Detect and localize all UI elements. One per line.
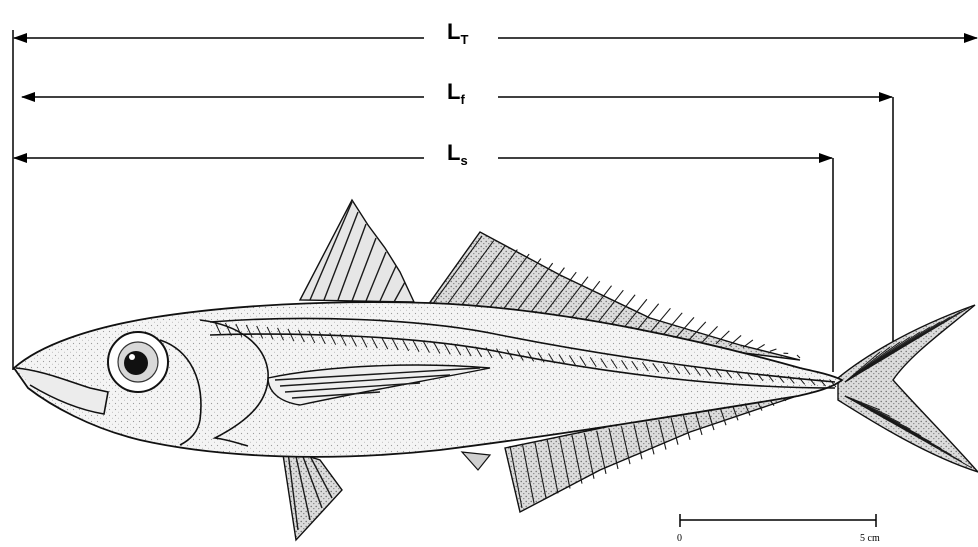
anal-spines — [462, 452, 490, 470]
scale-bar-end-label: 5 cm — [860, 533, 880, 544]
fin-ray — [797, 355, 800, 358]
fin-ray — [770, 349, 776, 351]
scale-bar-start-label: 0 — [677, 533, 682, 544]
total-length-label: LT — [447, 19, 468, 47]
scale-bar: 0 5 cm — [677, 514, 880, 544]
total-length-dimension: LT — [14, 19, 977, 47]
fish-eye — [108, 332, 168, 392]
fork-length-dimension: Lf — [22, 79, 892, 107]
standard-length-dimension: Ls — [14, 140, 832, 168]
caudal-fin — [838, 305, 978, 472]
pelvic-fin — [282, 448, 342, 540]
standard-length-label: Ls — [447, 140, 468, 168]
first-dorsal-fin — [300, 200, 414, 302]
fin-ray — [845, 307, 970, 382]
fork-length-label: Lf — [447, 79, 465, 107]
fin-ray — [756, 344, 764, 349]
